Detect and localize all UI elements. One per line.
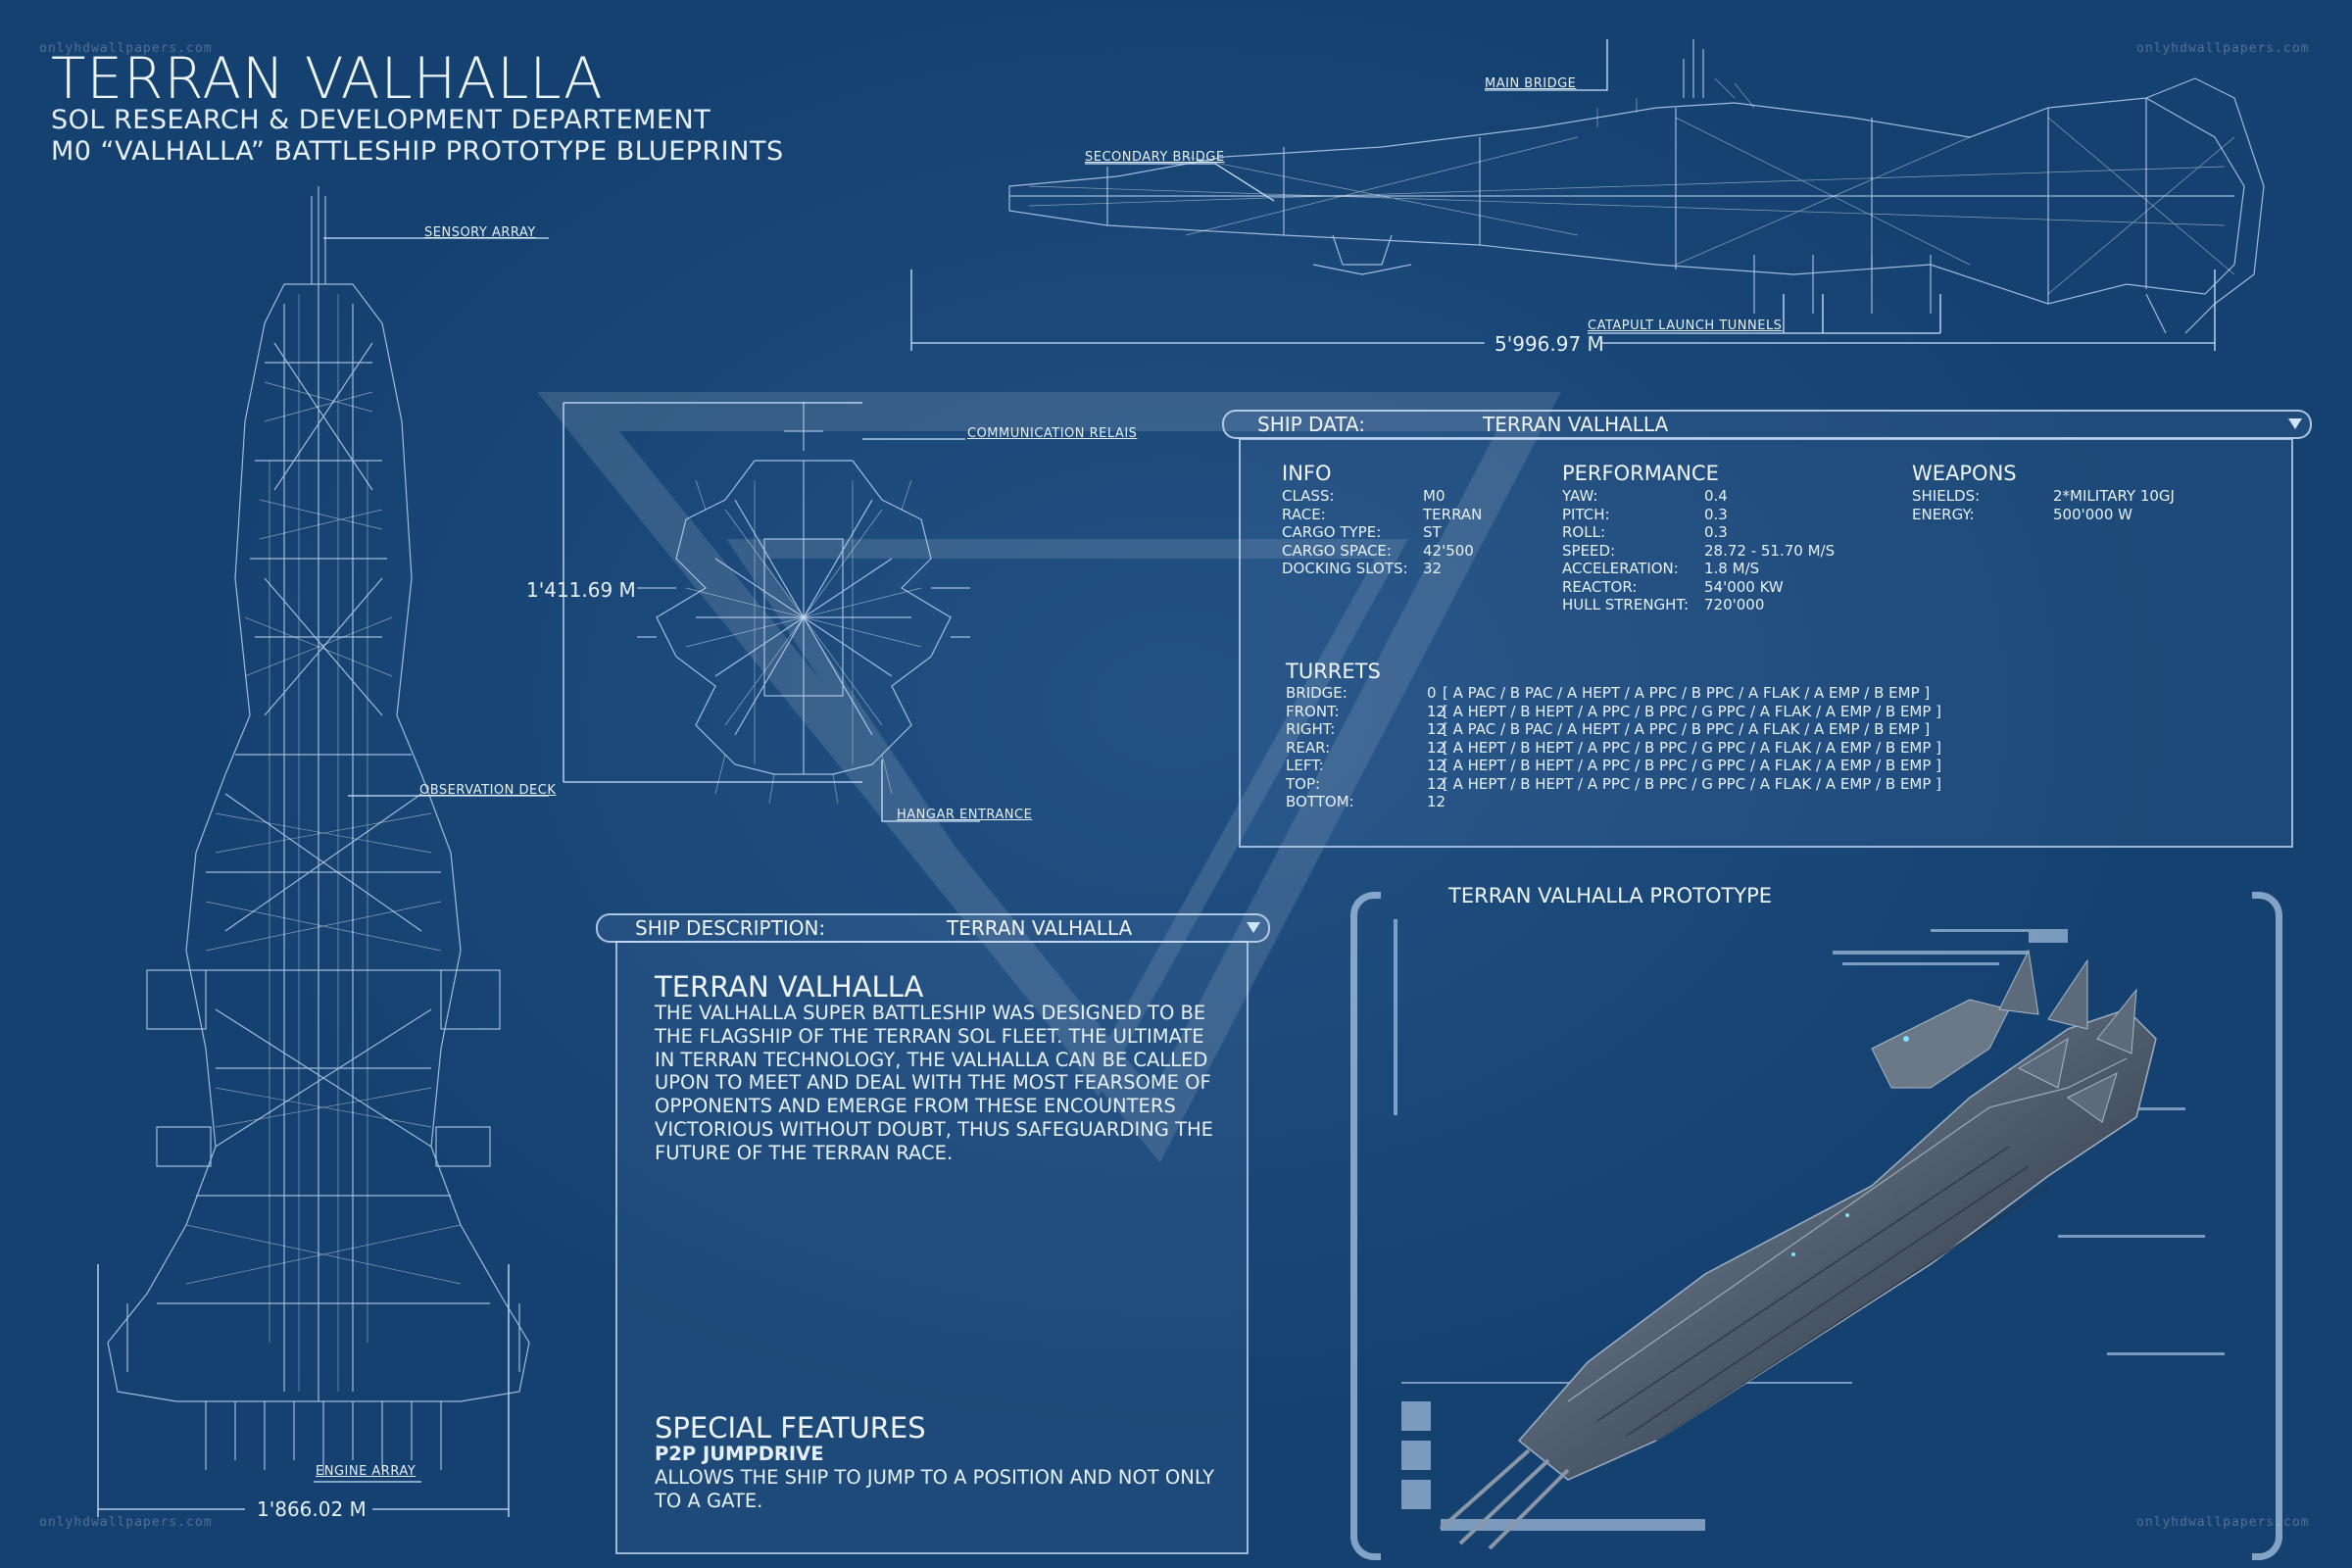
turrets-loadouts: [ A PAC / B PAC / A HEPT / A PPC / B PPC… (1443, 684, 1942, 793)
ship-data-name: TERRAN VALHALLA (1483, 413, 1669, 436)
callout-secondary-bridge: SECONDARY BRIDGE (1085, 150, 1225, 165)
prototype-frame-right (2252, 892, 2282, 1560)
side-view-blueprint (1008, 39, 2265, 334)
page-subtitle-blueprints: M0 “VALHALLA” BATTLESHIP PROTOTYPE BLUEP… (51, 136, 784, 167)
page-title: TERRAN VALHALLA (51, 45, 604, 112)
callout-engine-array: ENGINE ARRAY (316, 1464, 416, 1479)
callout-hangar-entrance: HANGAR ENTRANCE (897, 808, 1033, 822)
special-features-heading: SPECIAL FEATURES (655, 1411, 926, 1445)
ship-description-panel: TERRAN VALHALLA THE VALHALLA SUPER BATTL… (615, 941, 1249, 1554)
performance-keys: YAW:PITCH:ROLL:SPEED:ACCELERATION:REACTO… (1562, 487, 1690, 613)
callout-main-bridge: MAIN BRIDGE (1485, 76, 1577, 91)
chevron-down-icon[interactable] (2288, 418, 2302, 429)
callout-sensory-array: SENSORY ARRAY (424, 225, 536, 240)
watermark-bottom-right: onlyhdwallpapers.com (2136, 1515, 2310, 1530)
top-view-blueprint (107, 186, 530, 1475)
prototype-title: TERRAN VALHALLA PROTOTYPE (1448, 884, 1773, 907)
front-view-leader-lines (563, 402, 980, 822)
feature-description: ALLOWS THE SHIP TO JUMP TO A POSITION AN… (655, 1466, 1215, 1512)
callout-observation-deck: OBSERVATION DECK (419, 783, 557, 798)
dimension-height: 1'411.69 M (526, 578, 636, 602)
turrets-keys: BRIDGE:FRONT:RIGHT:REAR:LEFT:TOP:BOTTOM: (1286, 684, 1354, 810)
chevron-down-icon[interactable] (1247, 922, 1260, 933)
side-view-leader-lines (910, 39, 2216, 351)
info-keys: CLASS:RACE:CARGO TYPE:CARGO SPACE:DOCKIN… (1282, 487, 1408, 577)
dimension-length: 5'996.97 M (1494, 332, 1604, 356)
feature-name: P2P JUMPDRIVE (655, 1443, 824, 1465)
prototype-frame-left (1350, 892, 1381, 1560)
page-subtitle-department: SOL RESEARCH & DEVELOPMENT DEPARTEMENT (51, 105, 711, 135)
weapons-keys: SHIELDS:ENERGY: (1912, 487, 1981, 523)
ship-data-panel: INFO CLASS:RACE:CARGO TYPE:CARGO SPACE:D… (1239, 438, 2293, 848)
ship-description-name: TERRAN VALHALLA (947, 916, 1133, 940)
ship-data-header[interactable]: SHIP DATA: TERRAN VALHALLA (1222, 410, 2312, 439)
description-body: THE VALHALLA SUPER BATTLESHIP WAS DESIGN… (655, 1002, 1213, 1164)
ship-data-label: SHIP DATA: (1257, 413, 1365, 436)
watermark-top-right: onlyhdwallpapers.com (2136, 41, 2310, 56)
top-view-leader-lines (97, 237, 549, 1517)
weapons-heading: WEAPONS (1912, 462, 2017, 485)
description-heading: TERRAN VALHALLA (655, 970, 924, 1004)
watermark-top-left: onlyhdwallpapers.com (39, 41, 213, 56)
callout-catapult-launch-tunnels: CATAPULT LAUNCH TUNNELS (1588, 318, 1783, 333)
front-view-blueprint (637, 402, 970, 805)
info-heading: INFO (1282, 462, 1332, 485)
performance-heading: PERFORMANCE (1562, 462, 1719, 485)
callout-communication-relais: COMMUNICATION RELAIS (967, 426, 1138, 441)
prototype-render (1394, 919, 2225, 1550)
ship-description-label: SHIP DESCRIPTION: (635, 916, 826, 940)
dimension-width: 1'866.02 M (257, 1497, 367, 1521)
turrets-heading: TURRETS (1286, 660, 1381, 683)
watermark-bottom-left: onlyhdwallpapers.com (39, 1515, 213, 1530)
ship-description-header[interactable]: SHIP DESCRIPTION: TERRAN VALHALLA (596, 913, 1270, 943)
